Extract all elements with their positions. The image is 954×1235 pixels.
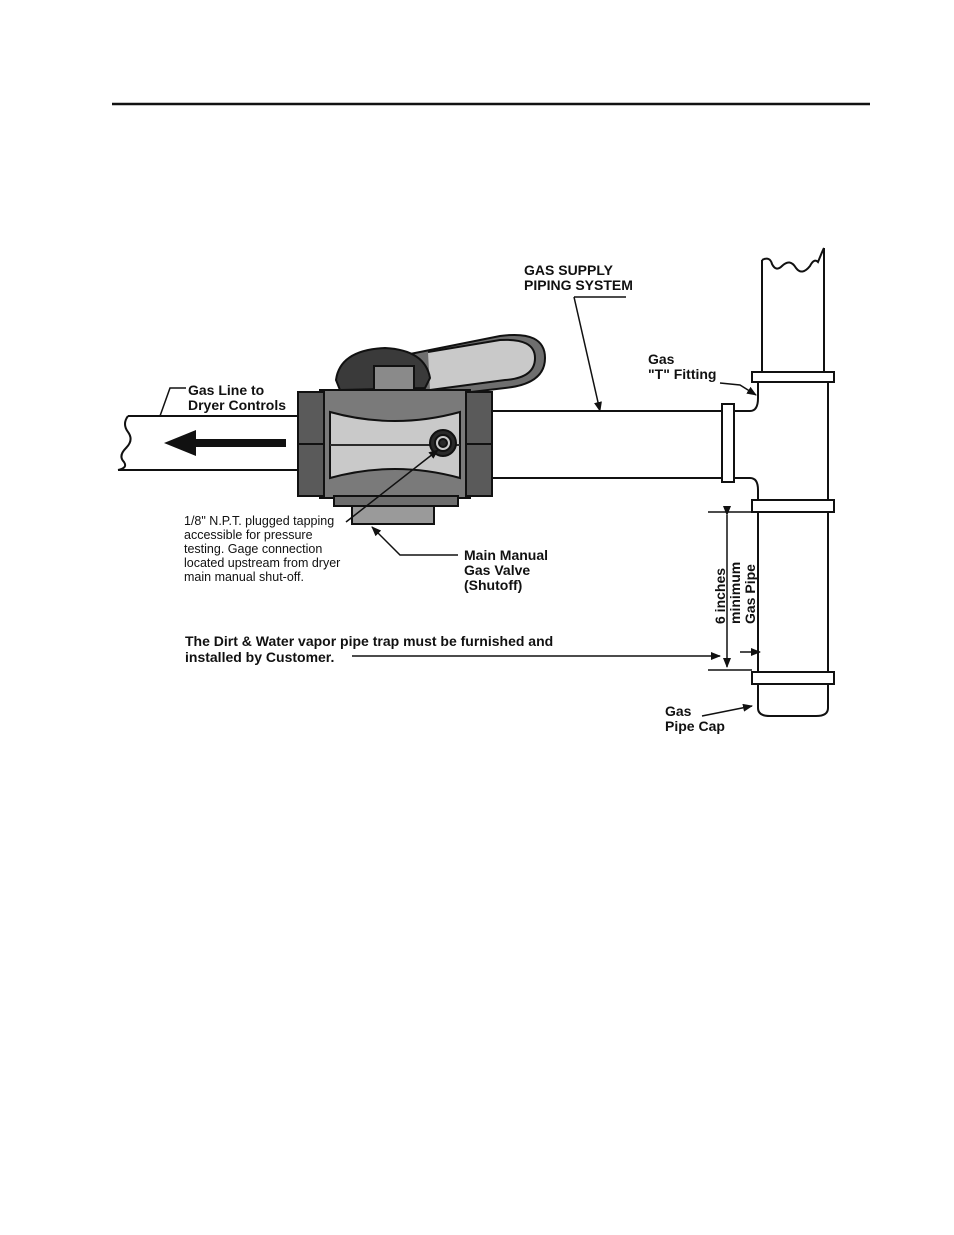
customer-trap-note: The Dirt & Water vapor pipe trap must be… bbox=[185, 633, 557, 665]
gas-supply-line1: GAS SUPPLY bbox=[524, 262, 614, 278]
t-fitting-line2: "T" Fitting bbox=[648, 366, 716, 382]
dimension-line2: minimum bbox=[727, 562, 743, 624]
t-fitting-connector bbox=[734, 382, 759, 500]
gas-line-line2: Dryer Controls bbox=[188, 397, 286, 413]
valve-line2: Gas Valve bbox=[464, 562, 530, 578]
tapping-line5: main manual shut-off. bbox=[184, 570, 304, 584]
valve-line3: (Shutoff) bbox=[464, 577, 522, 593]
gas-supply-label: GAS SUPPLY PIPING SYSTEM bbox=[524, 262, 633, 293]
dimension-line1: 6 inches bbox=[712, 568, 728, 624]
pipe-cap-label: Gas Pipe Cap bbox=[665, 703, 725, 734]
vertical-gas-pipe bbox=[757, 247, 829, 717]
note-line1: The Dirt & Water vapor pipe trap must be… bbox=[185, 633, 553, 649]
pipe-collar-middle bbox=[751, 499, 835, 513]
dimension-6-inches bbox=[708, 506, 761, 671]
tapping-line3: testing. Gage connection bbox=[184, 542, 322, 556]
valve-label: Main Manual Gas Valve (Shutoff) bbox=[464, 547, 552, 593]
pipe-collar-bottom bbox=[751, 671, 835, 685]
pipe-collar-top bbox=[751, 371, 835, 383]
tapping-note: 1/8" N.P.T. plugged tapping accessible f… bbox=[184, 514, 344, 584]
main-manual-gas-valve bbox=[297, 334, 547, 525]
left-arrow-icon bbox=[164, 430, 286, 456]
pipe-cap-line2: Pipe Cap bbox=[665, 718, 725, 734]
t-fitting-label: Gas "T" Fitting bbox=[648, 351, 716, 382]
tapping-line2: accessible for pressure bbox=[184, 528, 313, 542]
t-fitting-line1: Gas bbox=[648, 351, 675, 367]
t-fitting-flange bbox=[721, 403, 735, 483]
gas-line-pipe bbox=[117, 415, 300, 471]
tapping-line1: 1/8" N.P.T. plugged tapping bbox=[184, 514, 334, 528]
gas-line-line1: Gas Line to bbox=[188, 382, 264, 398]
tapping-line4: located upstream from dryer bbox=[184, 556, 340, 570]
gas-supply-pipe bbox=[492, 410, 722, 479]
dimension-line3: Gas Pipe bbox=[742, 564, 758, 624]
pipe-cap-line1: Gas bbox=[665, 703, 692, 719]
dimension-label: 6 inches minimum Gas Pipe bbox=[712, 558, 758, 624]
gas-supply-line2: PIPING SYSTEM bbox=[524, 277, 633, 293]
leader-lines bbox=[159, 296, 757, 717]
valve-line1: Main Manual bbox=[464, 547, 548, 563]
note-line2: installed by Customer. bbox=[185, 649, 334, 665]
gas-line-label: Gas Line to Dryer Controls bbox=[188, 382, 286, 413]
